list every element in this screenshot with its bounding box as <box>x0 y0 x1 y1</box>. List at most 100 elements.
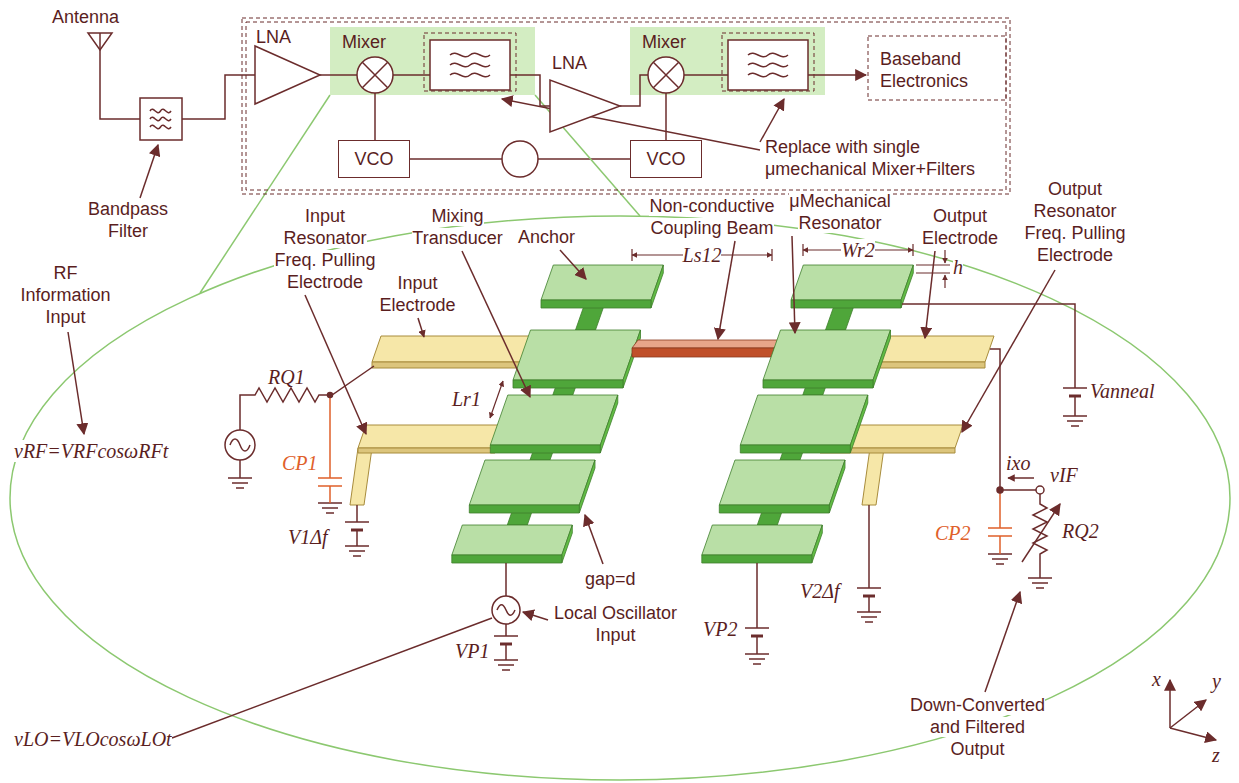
filter-wave <box>450 63 490 66</box>
label-text: Replace with single μmechanical Mixer+Fi… <box>765 137 975 179</box>
label: y <box>1212 670 1221 692</box>
source-symbol <box>225 430 255 460</box>
signal-wire <box>330 74 357 76</box>
resonator-left <box>452 525 573 555</box>
phase-shifter-circle <box>502 141 538 177</box>
label-text: Vanneal <box>1090 380 1154 402</box>
signal-wire <box>182 75 255 119</box>
phase-shifter-circle <box>502 141 538 177</box>
resonator-left <box>469 505 579 513</box>
leader-arrow <box>1022 504 1060 562</box>
label: V2Δf <box>800 580 840 602</box>
label: h <box>953 256 963 278</box>
resonator-right <box>719 460 845 505</box>
bandpass-filter-symbol <box>150 109 171 112</box>
label-text: Output Resonator Freq. Pulling Electrode <box>1024 179 1125 265</box>
signal-wire <box>825 74 866 76</box>
circuit-wire <box>356 505 358 546</box>
mixer-symbol <box>357 57 393 93</box>
bandpass-filter-symbol <box>140 98 182 140</box>
label-text: VP2 <box>703 618 737 640</box>
axis-arrow <box>1170 700 1206 728</box>
resonator-left <box>452 395 618 563</box>
amplifier-triangle <box>255 46 320 104</box>
label: Output Electrode <box>915 205 1005 249</box>
label: z <box>1212 744 1220 766</box>
resonator-right <box>873 330 891 388</box>
resonator-right <box>719 505 829 513</box>
signal-wire <box>640 75 648 95</box>
electrode <box>350 336 994 505</box>
label-text: RF Information Input <box>20 263 110 327</box>
leader-arrow <box>140 145 158 198</box>
dimension-line <box>916 265 950 273</box>
resonator-left <box>651 265 663 308</box>
resonator-right <box>901 265 913 308</box>
circuit-wire <box>345 521 369 523</box>
mixer-band: Mixer <box>630 27 825 95</box>
label: μMechanical Resonator <box>775 190 905 234</box>
axis-arrow <box>1169 680 1171 728</box>
dashed-frame <box>722 33 814 91</box>
mixer-symbol <box>653 62 678 87</box>
label-text: vLO=VLOcosωLOt <box>14 728 172 750</box>
label-text: vRF=VRFcosωRFt <box>14 440 168 462</box>
electrode <box>358 425 503 448</box>
vco-box: VCO <box>630 140 702 178</box>
bandpass-filter-symbol <box>150 117 171 120</box>
terminal-dot <box>997 487 1003 493</box>
label: Local Oscillator Input <box>548 602 683 646</box>
circuit-wire <box>756 563 758 654</box>
circuit-wire <box>1028 578 1052 588</box>
node-text: Mixer <box>342 31 386 53</box>
label-text: h <box>953 256 963 278</box>
resonator-left <box>513 380 623 388</box>
label: Ls12 <box>680 244 724 266</box>
label: Baseband Electronics <box>880 48 1005 92</box>
label-text: Input Electrode <box>379 273 455 315</box>
resonator-left <box>452 555 562 563</box>
electrode <box>358 448 495 453</box>
leader-arrow <box>523 612 548 620</box>
label-text: Down-Converted and Filtered Output <box>910 695 1045 759</box>
circuit-wire <box>239 460 241 478</box>
source-symbol <box>230 439 250 451</box>
circuit-wire <box>745 627 769 629</box>
filter-wave <box>748 73 788 76</box>
label-text: Mixing Transducer <box>412 206 502 248</box>
filter-wave <box>450 53 490 56</box>
source-symbol <box>225 430 520 624</box>
circuit-wire <box>228 478 252 488</box>
resonator-left <box>469 460 595 505</box>
label: vIF <box>1050 464 1078 486</box>
label: Input Electrode <box>375 272 460 316</box>
circuit-wire <box>745 654 769 664</box>
label: Bandpass Filter <box>78 198 178 242</box>
circuit-wire <box>494 635 518 637</box>
filter-wave <box>748 53 788 56</box>
circuit-wire <box>228 304 1087 670</box>
label-text: gap=d <box>585 569 636 589</box>
antenna-symbol <box>88 33 140 119</box>
terminal-dot <box>1036 486 1044 494</box>
vco-box: VCO <box>338 140 410 178</box>
bandpass-filter-symbol <box>150 125 171 128</box>
label-text: μMechanical Resonator <box>789 191 890 233</box>
amplifier-node: LNA <box>546 52 620 134</box>
mixer-symbol <box>362 62 387 87</box>
dashed-frame <box>868 36 1006 100</box>
dimension-line <box>490 381 503 418</box>
resonator-right <box>812 525 823 563</box>
circuit-wire <box>318 503 342 513</box>
label: gap=d <box>585 568 636 590</box>
resonator-left <box>513 330 641 380</box>
node-text: VCO <box>354 148 393 170</box>
circuit-wire <box>863 595 875 598</box>
resonator-right <box>763 380 873 388</box>
label-text: vIF <box>1050 464 1078 486</box>
label: Wr2 <box>838 239 878 261</box>
label-text: Baseband Electronics <box>880 49 968 91</box>
signal-wire <box>535 75 550 106</box>
leader-arrow <box>172 618 492 738</box>
